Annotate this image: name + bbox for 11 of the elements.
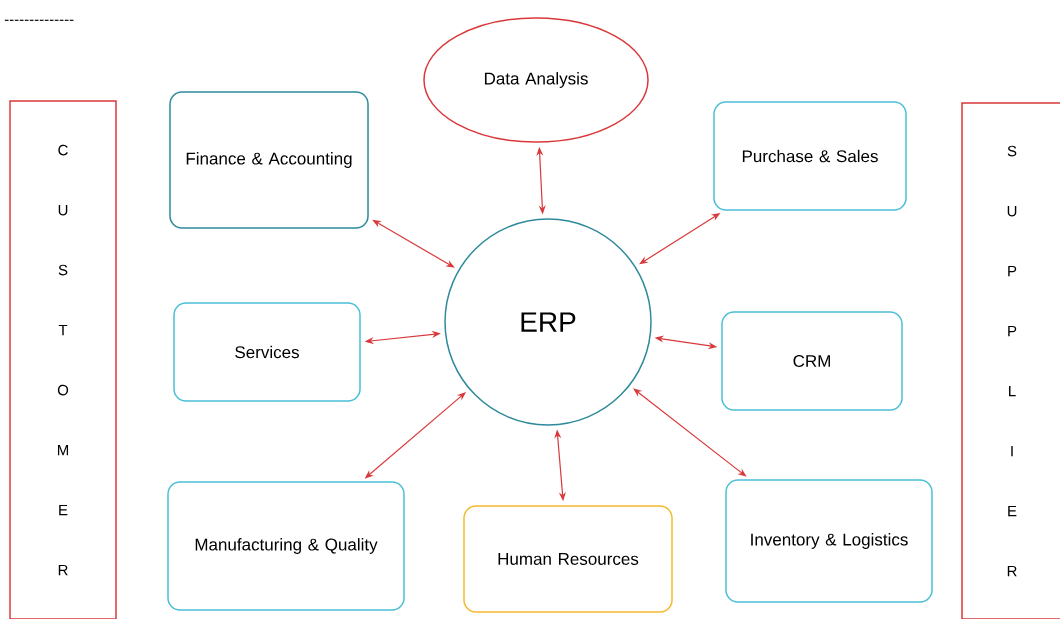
process-box: Finance & Accounting [169, 91, 369, 229]
process-box: Purchase & Sales [713, 101, 907, 211]
process-box: Manufacturing & Quality [167, 481, 405, 611]
process-box: Human Resources [463, 505, 673, 613]
process-box: CRM [721, 311, 903, 411]
side-panel: C U S T O M E R [9, 100, 117, 619]
process-box: Services [173, 302, 361, 402]
ellipse-node: Data Analysis [423, 17, 649, 143]
dashed-rule-text: -------------- [4, 19, 74, 21]
process-box: Inventory & Logistics [725, 479, 933, 603]
side-panel: S U P P L I E R [961, 102, 1060, 619]
